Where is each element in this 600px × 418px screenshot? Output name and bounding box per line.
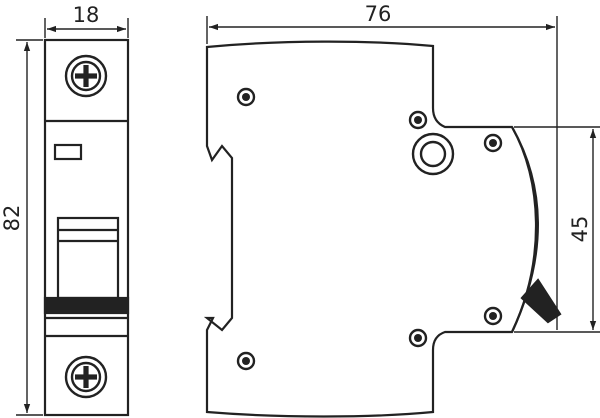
rivet-hole-icon — [408, 110, 428, 130]
front-width-dimension — [44, 18, 129, 38]
front-body-outline — [43, 38, 130, 417]
side-height-label: 45 — [568, 216, 592, 243]
rivet-hole-icon — [236, 351, 256, 371]
rivet-hole-icon — [483, 306, 503, 326]
front-indicator-window — [53, 143, 83, 161]
side-height-dimension — [514, 126, 600, 333]
front-height-dimension — [16, 39, 43, 416]
front-view — [43, 38, 130, 417]
front-height-label: 82 — [0, 205, 24, 232]
side-view — [203, 40, 562, 418]
front-width-label: 18 — [73, 3, 100, 27]
toggle-base-bar — [43, 296, 130, 315]
rivet-hole-icon — [408, 328, 428, 348]
plus-screw-icon — [64, 54, 108, 98]
ring-indicator-icon — [411, 132, 455, 176]
side-width-label: 76 — [365, 2, 392, 26]
side-body-outline — [203, 40, 538, 418]
side-toggle-lever — [520, 278, 562, 324]
side-width-dimension — [206, 16, 558, 330]
rivet-hole-icon — [483, 133, 503, 153]
plus-screw-icon — [64, 355, 108, 399]
rivet-hole-icon — [236, 87, 256, 107]
